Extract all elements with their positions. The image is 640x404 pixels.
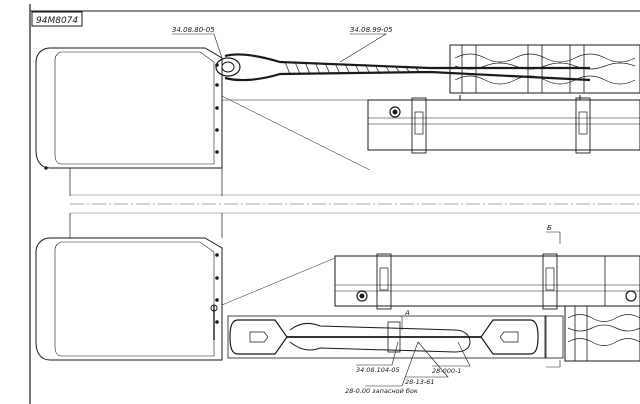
- lower-pin: [210, 304, 218, 340]
- stamp-text: 94М8074: [36, 16, 78, 26]
- sheet-frame: [29, 4, 640, 404]
- stamp-box: 94М8074: [31, 11, 83, 27]
- callout-top-part: 34.08.80-05: [172, 26, 215, 34]
- center-axis: [70, 194, 640, 214]
- upper-rope: [215, 53, 591, 82]
- callout-bottom-2: 28-000-1: [432, 367, 462, 375]
- callout-bottom-3: 28-13-61: [405, 378, 435, 386]
- section-mark-upper: Б: [547, 224, 552, 232]
- leader-lines: [172, 33, 561, 387]
- lower-body: [35, 213, 336, 361]
- upper-beam: [367, 97, 640, 154]
- section-mark-lower: А: [404, 309, 410, 317]
- upper-body: [35, 47, 371, 196]
- lower-clamp-rail: [564, 305, 640, 362]
- lower-beam: [334, 253, 640, 310]
- callout-bottom-1: 34.08.104-05: [356, 366, 400, 374]
- callout-top-rope: 34.08.99-05: [350, 26, 393, 34]
- callout-bottom-4: 28-0.00 запасной бок: [345, 387, 418, 395]
- upper-clamp-rail: [449, 44, 640, 100]
- lower-tool-assembly: [227, 315, 564, 359]
